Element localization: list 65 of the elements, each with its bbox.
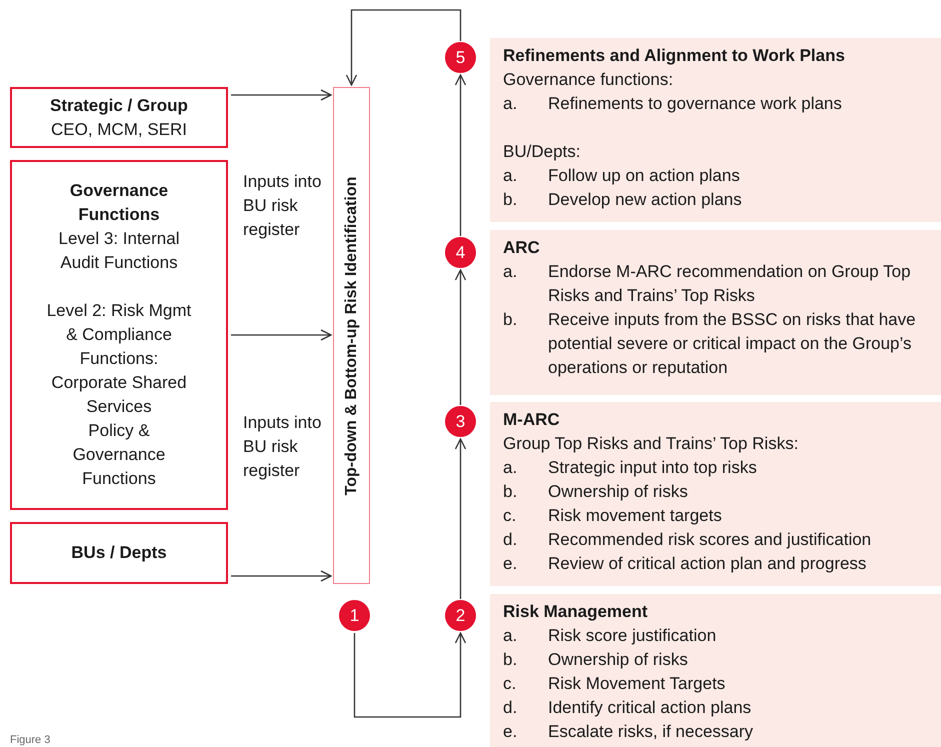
list-item: Risk Movement Targets [548,673,726,695]
list-marker: a. [503,625,518,647]
list-item: Escalate risks, if necessary [548,721,754,743]
arrow [346,9,462,86]
step-panel [490,402,941,586]
arrow [354,632,466,718]
panel-text: BU/Depts: [503,141,582,163]
vertical-label: Top-down & Bottom-up Risk Identification [342,176,360,495]
arrow [454,74,466,236]
list-marker: b. [503,309,518,331]
list-item: Ownership of risks [548,649,688,671]
input-note: Inputs into BU risk register [243,171,322,241]
arrow [454,269,466,405]
list-marker: a. [503,165,518,187]
list-item: Review of critical action plan and progress [548,553,866,575]
box-heading: BUs / Depts [71,542,167,564]
list-marker: a. [503,261,518,283]
list-marker: b. [503,189,518,211]
entity-box [10,522,228,584]
panel-heading: M-ARC [503,409,561,431]
list-marker: b. [503,481,518,503]
list-item: Risk movement targets [548,505,722,527]
list-item: Ownership of risks [548,481,688,503]
list-marker: d. [503,529,518,551]
panel-heading: Refinements and Alignment to Work Plans [503,45,846,67]
entity-box [10,160,228,510]
process-bar [333,87,370,584]
list-marker: a. [503,93,518,115]
arrow [231,89,332,101]
list-item: Follow up on action plans [548,165,740,187]
list-marker: c. [503,673,518,695]
list-item: Develop new action plans [548,189,742,211]
list-item: Refinements to governance work plans [548,93,842,115]
list-item: Risk score justification [548,625,716,647]
step-panel [490,230,941,395]
box-heading: Strategic / Group [50,94,188,117]
list-item: Strategic input into top risks [548,457,757,479]
panel-heading: ARC [503,237,541,259]
list-marker: d. [503,697,518,719]
box-text: Corporate Shared Services [50,372,188,418]
step-panel [490,594,941,747]
input-note: Inputs into BU risk register [243,412,322,482]
list-item: Recommended risk scores and justification [548,529,872,551]
figure-caption: Figure 3 [10,733,50,747]
list-marker: a. [503,457,518,479]
step-panel [490,38,941,222]
box-text: CEO, MCM, SERI [50,118,187,140]
list-marker: c. [503,505,518,527]
box-heading: Governance Functions [68,180,170,226]
entity-box [10,87,228,148]
panel-text: Governance functions: [503,69,674,91]
box-text: Level 2: Risk Mgmt & Compliance Functions: [46,300,192,370]
list-item: Receive inputs from the BSSC on risks that have potential severe or critical impact on the Group’s operations or reputation [548,309,917,379]
panel-text: Group Top Risks and Trains’ Top Risks: [503,433,800,455]
arrow [454,438,466,599]
list-marker: e. [503,721,518,743]
list-marker: b. [503,649,518,671]
arrow [231,570,332,582]
box-text: Policy & Governance Functions [72,420,166,490]
list-marker: e. [503,553,518,575]
panel-heading: Risk Management [503,601,649,623]
arrow [231,329,332,341]
list-item: Identify critical action plans [548,697,752,719]
box-text: Level 3: Internal Audit Functions [58,228,180,274]
list-item: Endorse M-ARC recommendation on Group Top Risks and Trains’ Top Risks [548,261,912,307]
